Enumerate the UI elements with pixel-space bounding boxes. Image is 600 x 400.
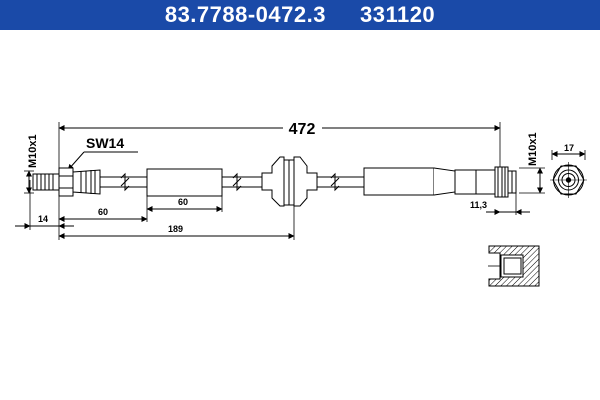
end-view: 17 bbox=[550, 143, 587, 198]
dim-thread-right-label: M10x1 bbox=[527, 132, 539, 166]
hose-segment bbox=[222, 172, 262, 192]
crimp-sleeve-right bbox=[363, 167, 456, 196]
dim-sleeve-length-label: 60 bbox=[178, 197, 188, 207]
dim-sleeve-offset: 60 bbox=[58, 207, 148, 222]
dim-overall-length-label: 472 bbox=[289, 121, 316, 138]
article-code: 331120 bbox=[359, 2, 436, 27]
hose-segment bbox=[317, 172, 364, 192]
dim-fitting-length-label: 14 bbox=[38, 214, 48, 224]
dim-sleeve-offset-label: 60 bbox=[98, 207, 108, 217]
hose-segment bbox=[100, 172, 147, 192]
section-detail bbox=[488, 245, 540, 287]
dim-fitting-length: 14 bbox=[15, 214, 74, 229]
dim-overall-length: 472 bbox=[58, 121, 501, 138]
brake-hose-drawing: 472 SW14 M10x1 M10x1 bbox=[15, 121, 587, 287]
dim-thread-left: M10x1 bbox=[26, 134, 39, 194]
wrench-size-callout: SW14 bbox=[67, 135, 138, 171]
dim-thread-right: M10x1 bbox=[527, 132, 543, 194]
dim-end-fitting-label: 11,3 bbox=[470, 200, 487, 210]
mounting-bracket bbox=[261, 156, 318, 207]
crimp-sleeve-left bbox=[72, 169, 101, 195]
dim-bracket-position-label: 189 bbox=[168, 224, 183, 234]
dim-bracket-position: 189 bbox=[58, 224, 295, 239]
left-nipple bbox=[32, 173, 60, 191]
wrench-size-label: SW14 bbox=[86, 135, 124, 151]
dim-thread-left-label: M10x1 bbox=[27, 134, 39, 168]
title-bar: 83.7788-0472.3 331120 bbox=[0, 0, 600, 30]
right-fitting bbox=[454, 166, 517, 198]
protective-sleeve bbox=[146, 168, 223, 197]
brake-hose bbox=[32, 156, 517, 207]
hex-nut bbox=[58, 167, 74, 197]
dim-sleeve-length: 60 bbox=[146, 197, 223, 212]
part-number: 83.7788-0472.3 bbox=[164, 2, 326, 27]
dim-end-diameter-label: 17 bbox=[564, 143, 574, 153]
dim-end-fitting: 11,3 bbox=[470, 200, 530, 215]
